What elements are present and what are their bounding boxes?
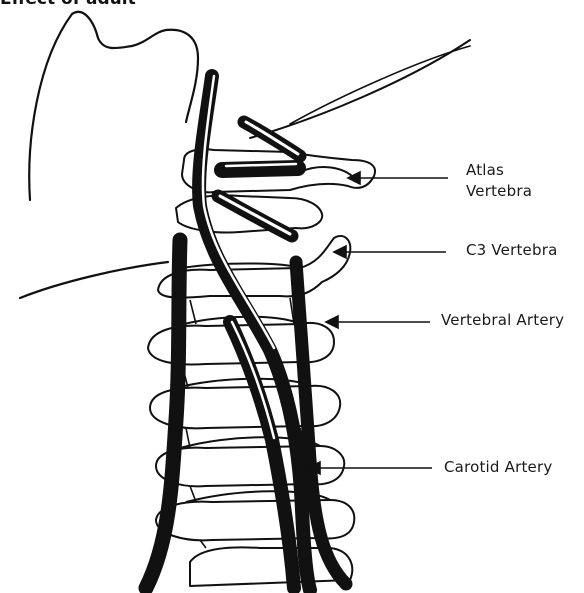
mandible-outline (20, 262, 168, 298)
atlas-tube (222, 168, 298, 170)
atlas-label-line2: Vertebra (466, 181, 532, 202)
skull-outline (29, 12, 198, 200)
atlas-label-line1: Atlas (466, 160, 532, 181)
vertebral-arrowhead (326, 316, 338, 328)
vertebral-artery-label: Vertebral Artery (441, 310, 564, 331)
atlas-vertebra-label: Atlas Vertebra (466, 160, 532, 202)
carotid-artery-label: Carotid Artery (444, 457, 552, 478)
c3-vertebra-label: C3 Vertebra (466, 240, 557, 261)
